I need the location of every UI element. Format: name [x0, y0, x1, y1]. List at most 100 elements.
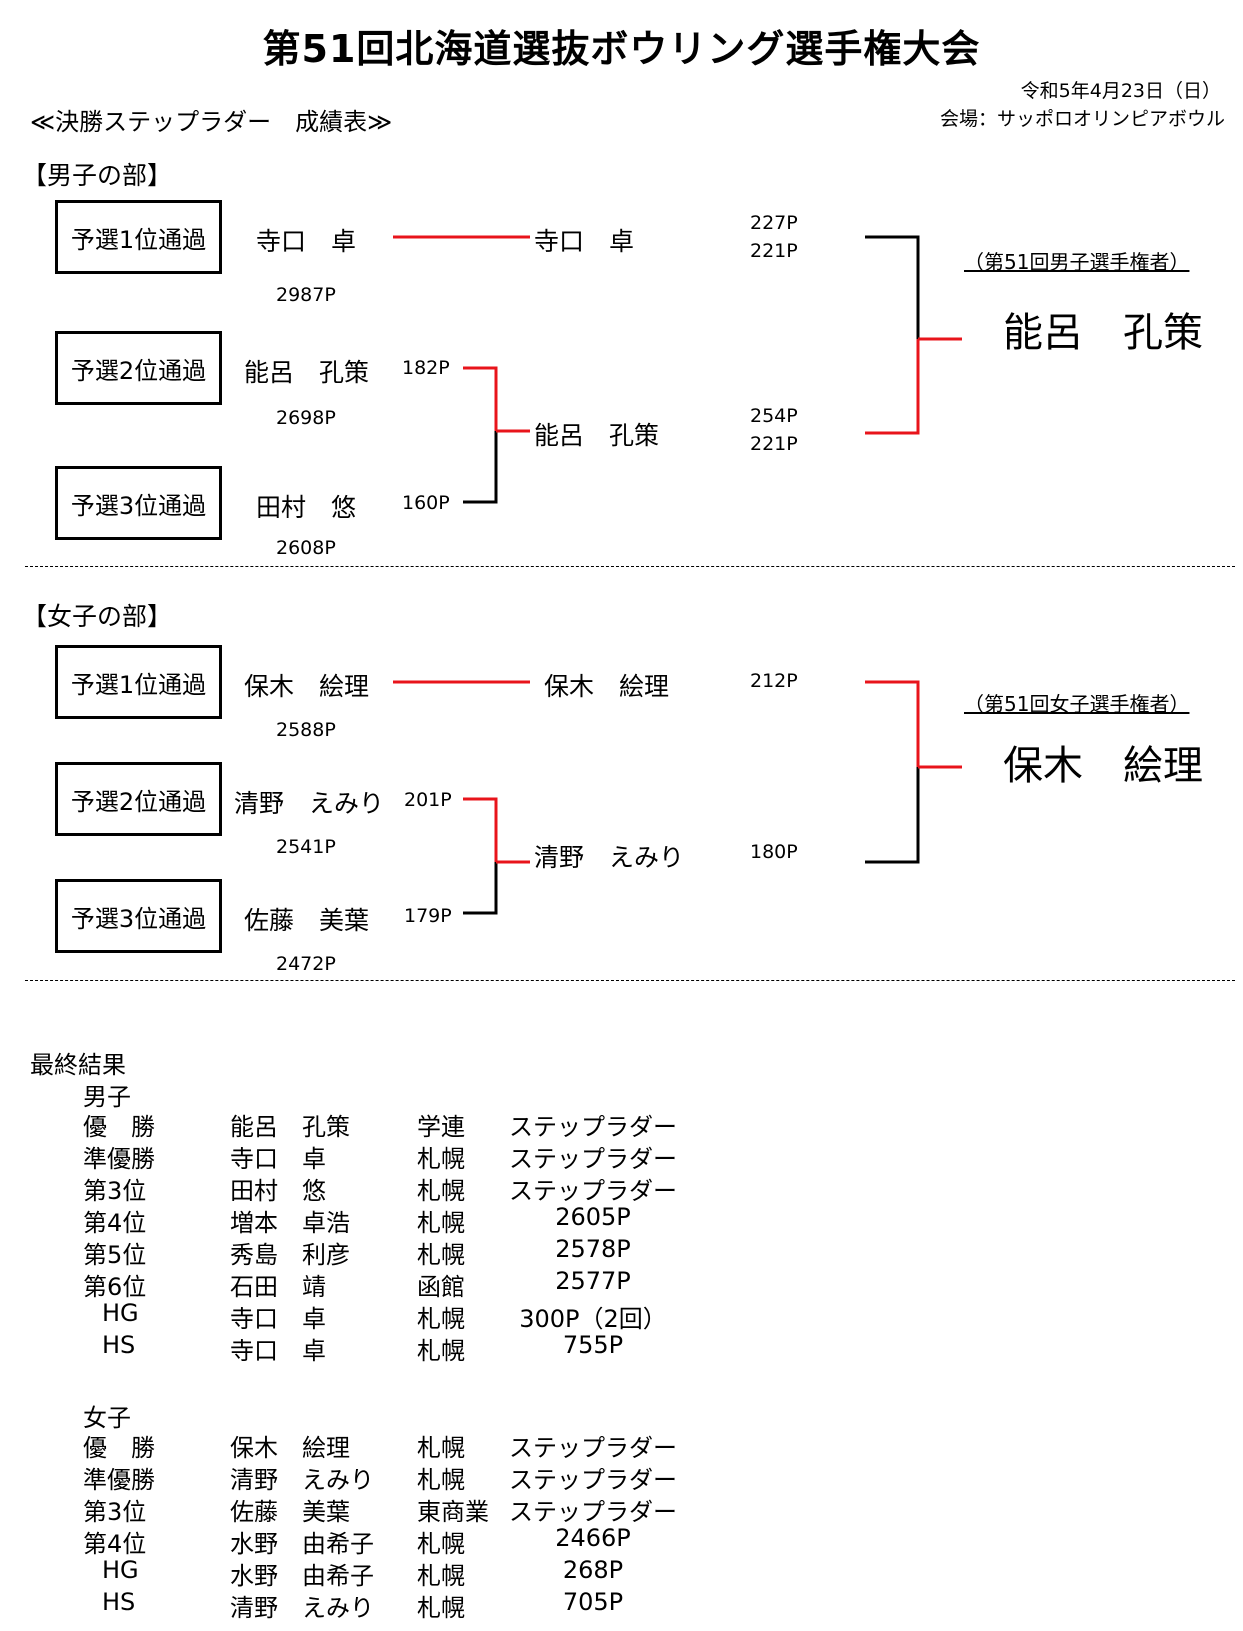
women-rank-cell: 第4位 — [83, 1530, 147, 1558]
men-name-cell: 能呂 孔策 — [230, 1113, 350, 1141]
men-club-cell: 函館 — [417, 1273, 465, 1301]
men-name-cell: 秀島 利彦 — [230, 1241, 350, 1269]
women-rank-cell: 第3位 — [83, 1498, 147, 1526]
men-result-cell: 755P — [562, 1331, 624, 1359]
women-rank-cell: HG — [102, 1556, 139, 1584]
women-rank-cell: 優 勝 — [83, 1434, 155, 1462]
men-final-lower-name: 能呂 孔策 — [534, 421, 660, 450]
men-result-cell: 2578P — [555, 1235, 631, 1263]
women-final-upper-score1: 212P — [750, 670, 798, 692]
men-seed3-total: 2608P — [276, 537, 336, 559]
women-club-cell: 札幌 — [417, 1434, 465, 1462]
men-club-cell: 学連 — [417, 1113, 465, 1141]
men-seed3-line — [463, 431, 498, 504]
women-final-lose-line — [865, 767, 920, 864]
men-final-lower-score1: 254P — [750, 405, 798, 427]
men-club-cell: 札幌 — [417, 1305, 465, 1333]
men-result-cell: ステップラダー — [509, 1177, 677, 1205]
men-rank-cell: 準優勝 — [83, 1145, 155, 1173]
women-seed3-total: 2472P — [276, 953, 336, 975]
women-seed3-line — [463, 862, 498, 915]
section-divider — [25, 566, 1235, 567]
final-results-women-label: 女子 — [83, 1404, 131, 1432]
final-results-men-label: 男子 — [83, 1083, 131, 1111]
men-result-cell: ステップラダー — [509, 1145, 677, 1173]
men-club-cell: 札幌 — [417, 1209, 465, 1237]
men-final-upper-score2: 221P — [750, 240, 798, 262]
men-seed2-total: 2698P — [276, 407, 336, 429]
women-final-lower-name: 清野 えみり — [534, 843, 685, 872]
women-champion-name: 保木 絵理 — [1003, 743, 1203, 789]
men-club-cell: 札幌 — [417, 1145, 465, 1173]
men-club-cell: 札幌 — [417, 1337, 465, 1365]
women-name-cell: 佐藤 美葉 — [230, 1498, 350, 1526]
event-venue: 会場：サッポロオリンピアボウル — [939, 108, 1225, 130]
men-seed1-total: 2987P — [276, 284, 336, 306]
men-rank-cell: 第4位 — [83, 1209, 147, 1237]
men-seed3-name: 田村 悠 — [256, 493, 357, 522]
women-club-cell: 札幌 — [417, 1466, 465, 1494]
women-club-cell: 東商業 — [417, 1498, 489, 1526]
bracket-lines — [393, 235, 962, 915]
women-name-cell: 水野 由希子 — [230, 1530, 374, 1558]
men-name-cell: 石田 靖 — [230, 1273, 326, 1301]
men-seed3-score: 160P — [402, 492, 450, 514]
men-seed2-qual-box: 予選2位通過 — [55, 331, 222, 405]
women-seed3-qual-box: 予選3位通過 — [55, 879, 222, 953]
men-rank-cell: HG — [102, 1299, 139, 1327]
men-result-cell: 300P（2回） — [519, 1305, 667, 1333]
men-seed1-qual-box: 予選1位通過 — [55, 200, 222, 274]
men-club-cell: 札幌 — [417, 1177, 465, 1205]
men-section-label: 【男子の部】 — [22, 161, 173, 190]
men-seed3-qual-box: 予選3位通過 — [55, 466, 222, 540]
men-rank-cell: 第3位 — [83, 1177, 147, 1205]
men-seed2-line — [463, 366, 498, 431]
men-result-cell: ステップラダー — [509, 1113, 677, 1141]
women-final-upper-name: 保木 絵理 — [544, 672, 670, 701]
women-result-cell: 268P — [562, 1556, 624, 1584]
women-result-cell: 2466P — [555, 1524, 631, 1552]
men-rank-cell: 第6位 — [83, 1273, 147, 1301]
women-seed3-score: 179P — [404, 905, 452, 927]
men-seed1-name: 寺口 卓 — [256, 227, 357, 256]
women-champion-label: （第51回女子選手権者） — [964, 692, 1190, 716]
men-club-cell: 札幌 — [417, 1241, 465, 1269]
men-name-cell: 田村 悠 — [230, 1177, 326, 1205]
men-final-upper-name: 寺口 卓 — [534, 227, 635, 256]
women-result-cell: ステップラダー — [509, 1498, 677, 1526]
women-seed3-name: 佐藤 美葉 — [244, 906, 370, 935]
final-results-title: 最終結果 — [30, 1051, 126, 1079]
women-seed1-qual-box: 予選1位通過 — [55, 645, 222, 719]
women-seed2-name: 清野 えみり — [234, 789, 385, 818]
women-name-cell: 保木 絵理 — [230, 1434, 350, 1462]
women-section-label: 【女子の部】 — [22, 602, 173, 631]
women-seed2-qual-box: 予選2位通過 — [55, 762, 222, 836]
women-seed2-score: 201P — [404, 789, 452, 811]
women-club-cell: 札幌 — [417, 1594, 465, 1622]
men-name-cell: 寺口 卓 — [230, 1337, 326, 1365]
women-result-cell: 705P — [562, 1588, 624, 1616]
men-rank-cell: 第5位 — [83, 1241, 147, 1269]
women-final-lower-score1: 180P — [750, 841, 798, 863]
men-final-upper-score1: 227P — [750, 212, 798, 234]
men-result-cell: 2577P — [555, 1267, 631, 1295]
men-final-lower-score2: 221P — [750, 433, 798, 455]
women-name-cell: 水野 由希子 — [230, 1562, 374, 1590]
page-subtitle: ≪決勝ステップラダー 成績表≫ — [30, 108, 393, 136]
men-name-cell: 増本 卓浩 — [230, 1209, 350, 1237]
women-rank-cell: HS — [102, 1588, 136, 1616]
women-name-cell: 清野 えみり — [230, 1594, 374, 1622]
women-seed2-total: 2541P — [276, 836, 336, 858]
men-champion-label: （第51回男子選手権者） — [964, 250, 1190, 274]
event-date: 令和5年4月23日（日） — [1020, 80, 1221, 102]
men-champion-name: 能呂 孔策 — [1003, 310, 1203, 356]
women-rank-cell: 準優勝 — [83, 1466, 155, 1494]
men-seed2-score: 182P — [402, 357, 450, 379]
men-final-lose-line — [865, 235, 920, 339]
women-club-cell: 札幌 — [417, 1530, 465, 1558]
men-seed2-name: 能呂 孔策 — [244, 358, 370, 387]
women-name-cell: 清野 えみり — [230, 1466, 374, 1494]
page-title: 第51回北海道選抜ボウリング選手権大会 — [262, 27, 981, 71]
women-result-cell: ステップラダー — [509, 1466, 677, 1494]
men-name-cell: 寺口 卓 — [230, 1145, 326, 1173]
